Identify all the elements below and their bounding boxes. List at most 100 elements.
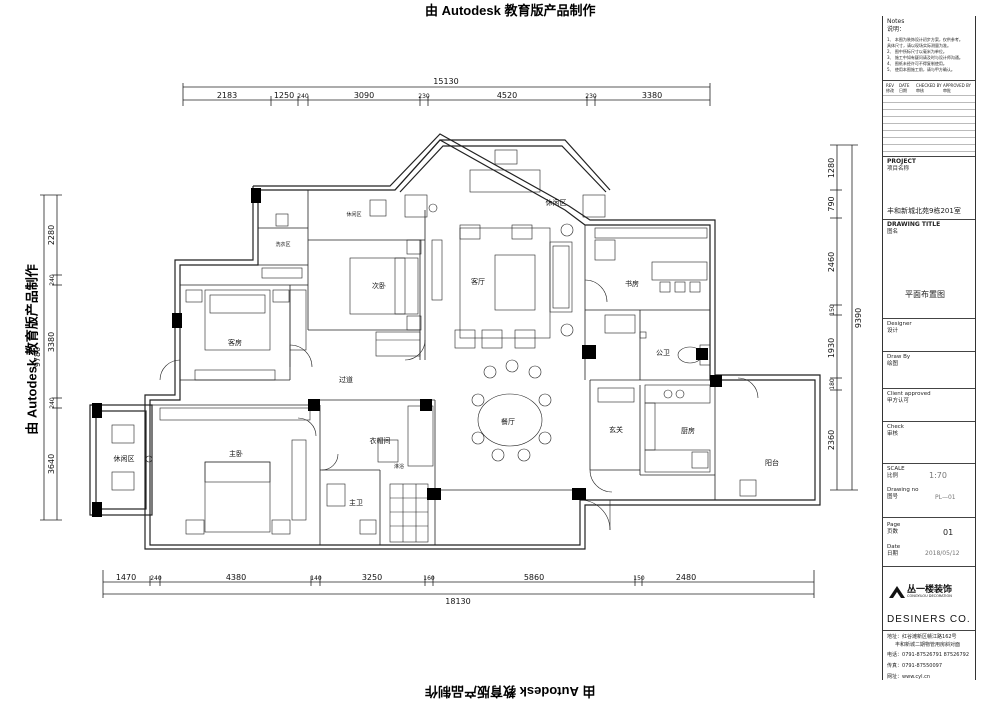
room-kitchen: 厨房 [681, 426, 695, 435]
drawing-title: 平面布置图 [905, 290, 945, 299]
notes-line-6: 5、 使用本图施工前，请与甲方确认。 [887, 67, 955, 72]
designer-label-cn: 设计 [887, 328, 899, 334]
client-label-cn: 甲方认可 [887, 398, 910, 404]
dim-right-total: 9390 [854, 308, 863, 328]
fax: 传真：0791-87550097 [887, 663, 942, 669]
drawing-no-value: PL—01 [935, 494, 956, 501]
check-label-en: Check [887, 424, 904, 430]
dim-bottom-9: 2480 [676, 573, 696, 582]
dim-right-7: 2360 [827, 430, 836, 450]
bay-window-furniture [404, 149, 606, 218]
dim-top-7: 230 [585, 93, 597, 100]
room-study: 书房 [625, 279, 639, 288]
guest-room-furniture [185, 289, 307, 381]
room-leisure-sw: 休闲区 [114, 454, 135, 463]
dim-right-4: 150 [829, 304, 836, 316]
draw-by-label-en: Draw By [887, 354, 911, 360]
website: 网址：www.cyl.cn [887, 674, 931, 680]
notes-line-3: 2、 图中所标尺寸以毫米为单位。 [887, 49, 947, 54]
room-guest: 客房 [228, 338, 242, 347]
designer-label-en: Designer [887, 321, 912, 327]
company-name: DESINERS CO. [887, 614, 971, 625]
drawing-no-label-cn: 图号 [887, 494, 899, 500]
left-dimension-lines [40, 194, 62, 521]
interior-walls [152, 190, 716, 545]
dim-left-1: 2280 [47, 225, 56, 245]
room-public-bath: 公卫 [656, 349, 670, 357]
rev-header-rev: REV [886, 83, 895, 88]
room-dining: 餐厅 [501, 417, 515, 426]
rev-header-checked: CHECKED BY [916, 83, 942, 88]
dim-top-total: 15130 [433, 77, 458, 86]
second-bedroom-furniture [261, 199, 422, 357]
exterior-walls [89, 133, 821, 550]
drawing-title-heading-en: DRAWING TITLE [887, 221, 941, 228]
address-line-2: 丰和新城二期物管用房斜对面 [895, 642, 961, 648]
room-second-bed: 次卧 [372, 281, 386, 290]
notes-heading-cn: 说明： [887, 26, 906, 33]
notes-line-5: 4、 图纸未经许可不得复制使用。 [887, 61, 947, 66]
leisure-sw-furniture [111, 424, 153, 491]
dim-left-5: 3640 [47, 454, 56, 474]
dim-top-1: 2183 [217, 91, 237, 100]
logo-mark-icon [889, 586, 905, 598]
bottom-dimension-lines [102, 570, 815, 598]
master-bedroom-furniture [159, 407, 311, 535]
room-leisure-top: 休闲区 [546, 198, 567, 207]
dim-left-total: 9780 [33, 347, 42, 367]
page-label-en: Page [887, 522, 901, 528]
room-corridor: 过道 [339, 375, 353, 384]
rev-header-date: DATE [899, 83, 910, 88]
dim-bottom-total: 18130 [445, 597, 470, 606]
door-swings [159, 279, 759, 531]
notes-line-1: 1、 本图为装饰设计初步方案，仅供参考。 [887, 37, 963, 42]
drawing-no-label-en: Drawing no [887, 487, 919, 493]
notes-heading-en: Notes [887, 18, 905, 25]
room-living: 客厅 [471, 277, 485, 286]
dim-bottom-6: 160 [423, 575, 435, 582]
top-dimension-lines [182, 83, 711, 106]
dim-top-8: 3380 [642, 91, 662, 100]
check-label-cn: 审核 [887, 431, 899, 437]
dining-furniture [471, 359, 552, 462]
dim-left-2: 240 [49, 274, 56, 286]
logo-text-en: CONGYILOU DECORATION [907, 594, 952, 598]
dim-top-2: 1250 [274, 91, 294, 100]
rev-header-date-cn: 日期 [899, 88, 907, 93]
scale-label-cn: 比例 [887, 473, 899, 479]
page-value: 01 [943, 528, 954, 537]
drawing-title-heading-cn: 图名 [887, 229, 899, 235]
dim-bottom-5: 3250 [362, 573, 382, 582]
dim-right-6: 180 [829, 378, 836, 390]
date-label-en: Date [887, 544, 901, 550]
scale-label-en: SCALE [887, 466, 905, 472]
rev-header-rev-cn: 修改 [886, 88, 894, 93]
address-line-1: 地址：红谷滩新区赣江路162号 [887, 634, 957, 640]
dim-right-2: 790 [827, 196, 836, 211]
project-name: 丰和新城北苑9栋201室 [887, 207, 961, 215]
watermark-top: 由 Autodesk 教育版产品制作 [425, 3, 596, 18]
notes-line-4: 3、 施工中如有疑问请及时与设计师沟通。 [887, 55, 963, 60]
room-master-bath: 主卫 [349, 498, 363, 507]
dim-top-3: 240 [297, 93, 309, 100]
date-label-cn: 日期 [887, 551, 899, 557]
rev-header-checked-cn: 审核 [916, 88, 924, 93]
dim-bottom-2: 240 [150, 575, 162, 582]
structural-columns [92, 188, 722, 517]
floor-plan: 15130 2183 1250 240 3090 230 4520 230 33… [33, 77, 863, 606]
room-balcony: 阳台 [765, 458, 779, 467]
room-foyer: 玄关 [609, 425, 623, 434]
page-label-cn: 页数 [887, 529, 899, 535]
right-dimension-lines [830, 144, 858, 491]
dim-bottom-8: 150 [633, 575, 645, 582]
date-value: 2018/05/12 [925, 550, 960, 557]
living-room-furniture [431, 223, 574, 349]
scale-value: 1:70 [929, 471, 947, 480]
dim-right-3: 2460 [827, 252, 836, 272]
public-bath-furniture [604, 314, 711, 366]
company-logo: 丛一楼装饰 CONGYILOU DECORATION [889, 582, 971, 604]
logo-text: 丛一楼装饰 [907, 585, 953, 595]
draw-by-label-cn: 绘图 [887, 361, 899, 367]
dim-top-6: 4520 [497, 91, 517, 100]
kitchen-balcony-furniture [597, 384, 757, 497]
